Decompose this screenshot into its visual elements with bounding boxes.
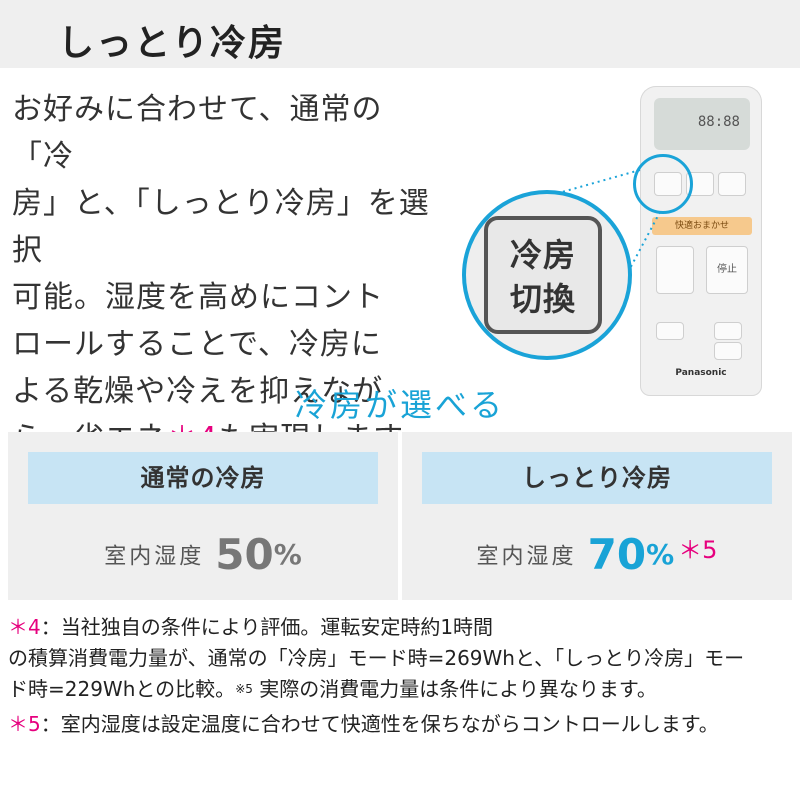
- remote-temp-rocker: [656, 246, 694, 294]
- humidity-unit: %: [646, 538, 675, 571]
- lead-line: 房」と、「しっとり冷房」を選択: [12, 186, 430, 268]
- page-title: しっとり冷房: [58, 23, 287, 64]
- footnote-4-line3: ド時=229Whとの比較。※5 実際の消費電力量は条件により異なります。: [8, 674, 793, 705]
- mode-label-band: しっとり冷房: [422, 452, 772, 504]
- footnote-4-text: ：当社独自の条件により評価。運転安定時約1時間: [40, 615, 494, 639]
- footnote-4-sup: ※5: [235, 682, 253, 696]
- footnote-4-line2: の積算消費電力量が、通常の「冷房」モード時=269Whと、「しっとり冷房」モー: [8, 646, 745, 670]
- footnote-5: ＊5：室内湿度は設定温度に合わせて快適性を保ちながらコントロールします。: [8, 709, 793, 740]
- mode-label-band: 通常の冷房: [28, 452, 378, 504]
- remote-display-digits: 88:88: [697, 114, 740, 130]
- header-bar: しっとり冷房: [0, 0, 800, 68]
- footnote-4-line3-a: ド時=229Whとの比較。: [8, 677, 236, 701]
- remote-button: [714, 342, 742, 360]
- footnotes: ＊4：当社独自の条件により評価。運転安定時約1時間 の積算消費電力量が、通常の「…: [8, 612, 793, 740]
- footnote-5-mark: ＊5: [8, 712, 41, 736]
- remote-button: [714, 322, 742, 340]
- remote-display: 88:88: [654, 98, 750, 150]
- remote-stop-button: 停止: [706, 246, 748, 294]
- lead-line: よる乾燥や冷えを抑えなが: [12, 374, 384, 409]
- cool-switch-key: 冷房 切換: [484, 216, 602, 334]
- footnote-4-line3-b: 実際の消費電力量は条件により異なります。: [252, 677, 657, 701]
- lead-line: お好みに合わせて、通常の「冷: [12, 92, 383, 174]
- humidity-readout: 室内湿度 50%: [8, 530, 398, 579]
- mode-label: しっとり冷房: [522, 464, 672, 492]
- comparison-panel-moist: しっとり冷房 室内湿度 70%＊5: [402, 432, 792, 600]
- humidity-value: 70: [587, 530, 647, 579]
- highlight-ring: [633, 154, 693, 214]
- cool-switch-key-line1: 冷房: [509, 236, 576, 274]
- footnote-4-line1: ＊4：当社独自の条件により評価。運転安定時約1時間: [8, 612, 793, 643]
- remote-button: [718, 172, 746, 196]
- humidity-label: 室内湿度: [476, 544, 577, 570]
- footnote-ref-5: ＊5: [678, 536, 718, 564]
- humidity-readout: 室内湿度 70%＊5: [402, 530, 792, 579]
- cool-switch-key-line2: 切換: [509, 280, 576, 318]
- section-heading: 冷房が選べる: [294, 386, 505, 424]
- remote-button: [656, 322, 684, 340]
- lead-paragraph: お好みに合わせて、通常の「冷 房」と、「しっとり冷房」を選択 可能。湿度を高めに…: [12, 86, 442, 462]
- lead-line: ロールすることで、冷房に: [12, 327, 382, 362]
- lead-line: 可能。湿度を高めにコント: [12, 280, 384, 315]
- zoom-detail-circle: 冷房 切換: [462, 190, 632, 360]
- footnote-4-mark: ＊4: [8, 615, 41, 639]
- humidity-label: 室内湿度: [104, 544, 205, 570]
- humidity-unit: %: [273, 538, 302, 571]
- footnote-5-text: ：室内湿度は設定温度に合わせて快適性を保ちながらコントロールします。: [40, 712, 719, 736]
- remote-orange-button: 快適おまかせ: [652, 217, 752, 235]
- humidity-value: 50: [215, 530, 274, 579]
- mode-label: 通常の冷房: [140, 464, 266, 492]
- comparison-panel-normal: 通常の冷房 室内湿度 50%: [8, 432, 398, 600]
- brand-logo: Panasonic: [675, 368, 727, 378]
- remote-control-image: 88:88 快適おまかせ 停止 Panasonic: [640, 86, 762, 396]
